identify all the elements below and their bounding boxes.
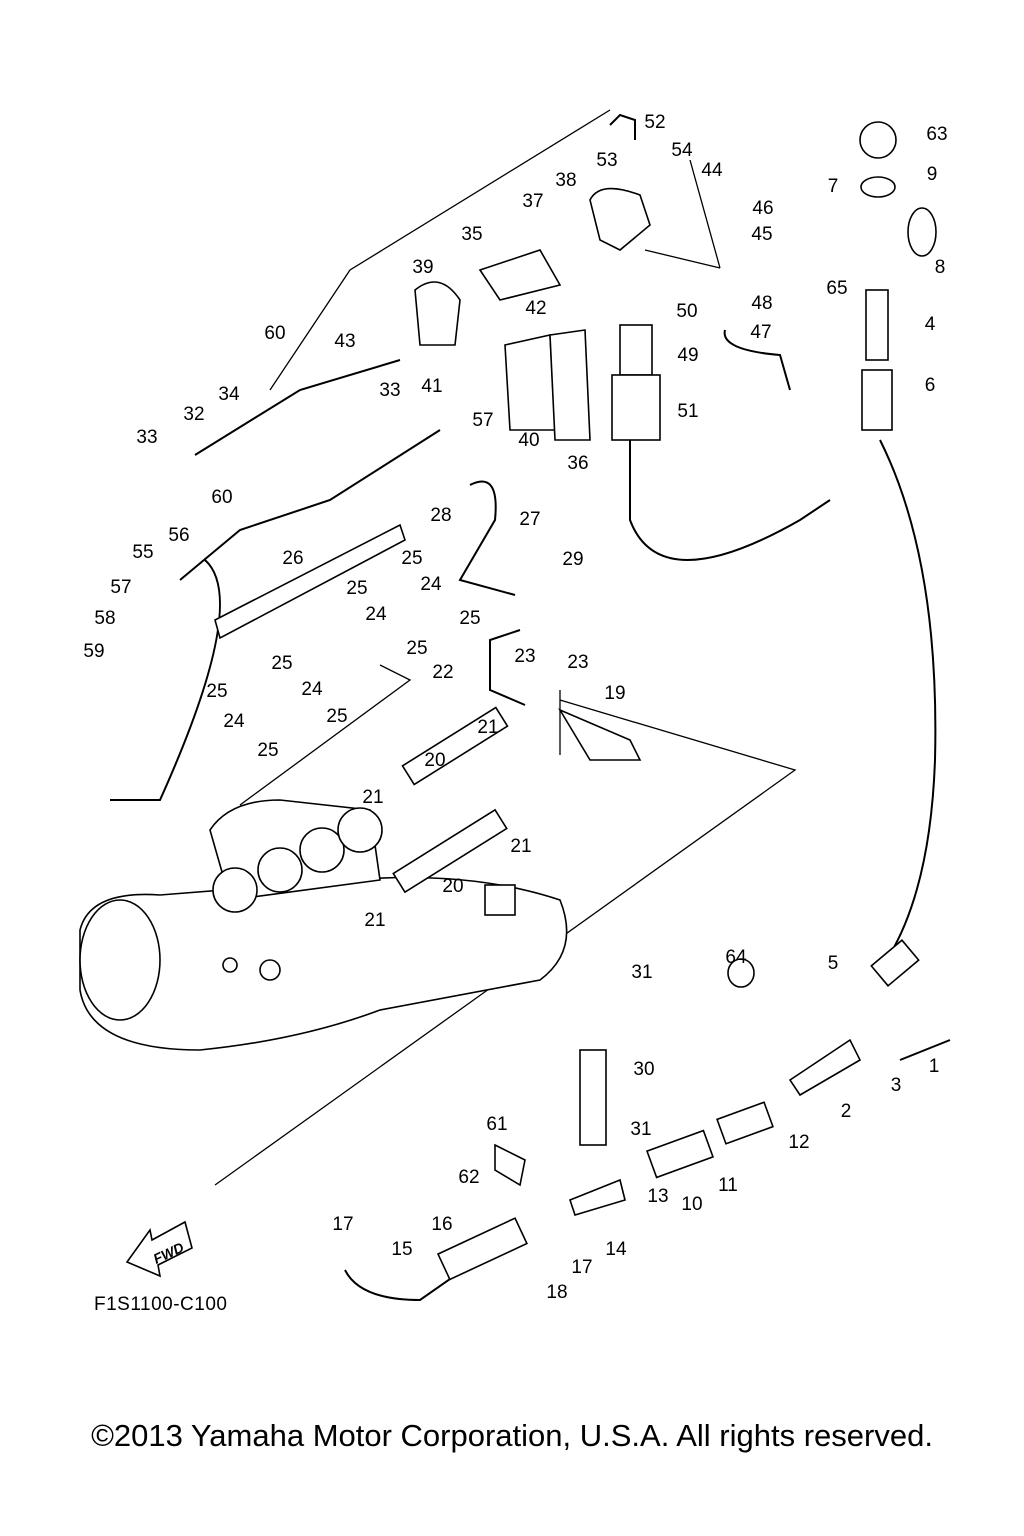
callout-number: 5 [828, 953, 839, 974]
callout-number: 16 [431, 1214, 452, 1235]
callout-number: 13 [647, 1186, 668, 1207]
callout-number: 55 [132, 542, 153, 563]
callout-number: 25 [401, 548, 422, 569]
callout-number: 26 [282, 548, 303, 569]
callout-number: 25 [271, 653, 292, 674]
callout-number: 37 [522, 191, 543, 212]
callout-number: 56 [168, 525, 189, 546]
callout-number: 51 [677, 401, 698, 422]
callout-number: 17 [571, 1257, 592, 1278]
callout-number: 39 [412, 257, 433, 278]
callout-number: 61 [486, 1114, 507, 1135]
callout-number: 46 [752, 198, 773, 219]
callout-number: 21 [364, 910, 385, 931]
callout-number: 19 [604, 683, 625, 704]
callout-number: 8 [935, 257, 946, 278]
drawing-code: F1S1100-C100 [94, 1294, 228, 1315]
callout-number: 30 [633, 1059, 654, 1080]
callout-number: 21 [362, 787, 383, 808]
callout-number: 7 [828, 176, 839, 197]
callout-number: 23 [567, 652, 588, 673]
callout-number: 45 [751, 224, 772, 245]
callout-number: 25 [459, 608, 480, 629]
callout-number: 62 [458, 1167, 479, 1188]
callout-number: 50 [676, 301, 697, 322]
callout-number: 31 [630, 1119, 651, 1140]
callout-number: 20 [424, 750, 445, 771]
copyright-notice: ©2013 Yamaha Motor Corporation, U.S.A. A… [91, 1418, 933, 1453]
callout-number: 25 [346, 578, 367, 599]
hoses [110, 113, 951, 1302]
callout-number: 12 [788, 1132, 809, 1153]
callout-number: 9 [927, 164, 938, 185]
callout-number: 40 [518, 430, 539, 451]
callout-number: 23 [514, 646, 535, 667]
callout-number: 27 [519, 509, 540, 530]
callout-number: 25 [257, 740, 278, 761]
callout-number: 22 [432, 662, 453, 683]
callout-number: 31 [631, 962, 652, 983]
callout-number: 32 [183, 404, 204, 425]
callout-number: 2 [841, 1101, 852, 1122]
callout-number: 49 [677, 345, 698, 366]
callout-number: 57 [110, 577, 131, 598]
callout-number: 52 [644, 112, 665, 133]
callout-number: 20 [442, 876, 463, 897]
callout-number: 59 [83, 641, 104, 662]
callout-number: 24 [223, 711, 245, 732]
exhaust-manifold [79, 799, 568, 1051]
callout-number: 34 [218, 384, 240, 405]
callout-number: 65 [826, 278, 847, 299]
callout-number: 44 [701, 160, 723, 181]
callout-number: 15 [391, 1239, 412, 1260]
callout-number: 63 [926, 124, 947, 145]
callout-number: 10 [681, 1194, 702, 1215]
callout-number: 25 [326, 706, 347, 727]
callout-number: 43 [334, 331, 355, 352]
callout-number: 41 [421, 376, 442, 397]
callout-number: 1 [929, 1056, 940, 1077]
callout-number: 53 [596, 150, 617, 171]
callout-number: 24 [420, 574, 442, 595]
callout-number: 17 [332, 1214, 353, 1235]
callout-number: 57 [472, 410, 493, 431]
callout-number: 36 [567, 453, 588, 474]
callout-number: 33 [379, 380, 400, 401]
callout-number: 47 [750, 322, 771, 343]
callout-number: 54 [671, 140, 693, 161]
callout-number: 29 [562, 549, 583, 570]
callout-number: 25 [406, 638, 427, 659]
callout-number: 21 [510, 836, 531, 857]
callout-number: 24 [301, 679, 323, 700]
callout-number: 24 [365, 604, 387, 625]
callout-number: 21 [477, 717, 498, 738]
fwd-arrow: FWD [125, 1220, 193, 1278]
callout-number: 25 [206, 681, 227, 702]
parts [214, 121, 937, 1281]
callout-number: 48 [751, 293, 772, 314]
callout-number: 6 [925, 375, 936, 396]
callout-number: 14 [605, 1239, 627, 1260]
callout-number: 11 [718, 1175, 738, 1196]
callout-number: 64 [725, 947, 747, 968]
callout-number: 42 [525, 298, 546, 319]
callout-number: 60 [211, 487, 232, 508]
callout-number: 18 [546, 1282, 567, 1303]
callout-number: 33 [136, 427, 157, 448]
callout-number: 3 [891, 1075, 902, 1096]
callout-number: 35 [461, 224, 482, 245]
callout-number: 60 [264, 323, 285, 344]
boundary-lines [214, 109, 797, 1186]
callout-number: 28 [430, 505, 451, 526]
callout-number: 58 [94, 608, 115, 629]
callout-number: 38 [555, 170, 576, 191]
callout-number: 4 [925, 314, 936, 335]
